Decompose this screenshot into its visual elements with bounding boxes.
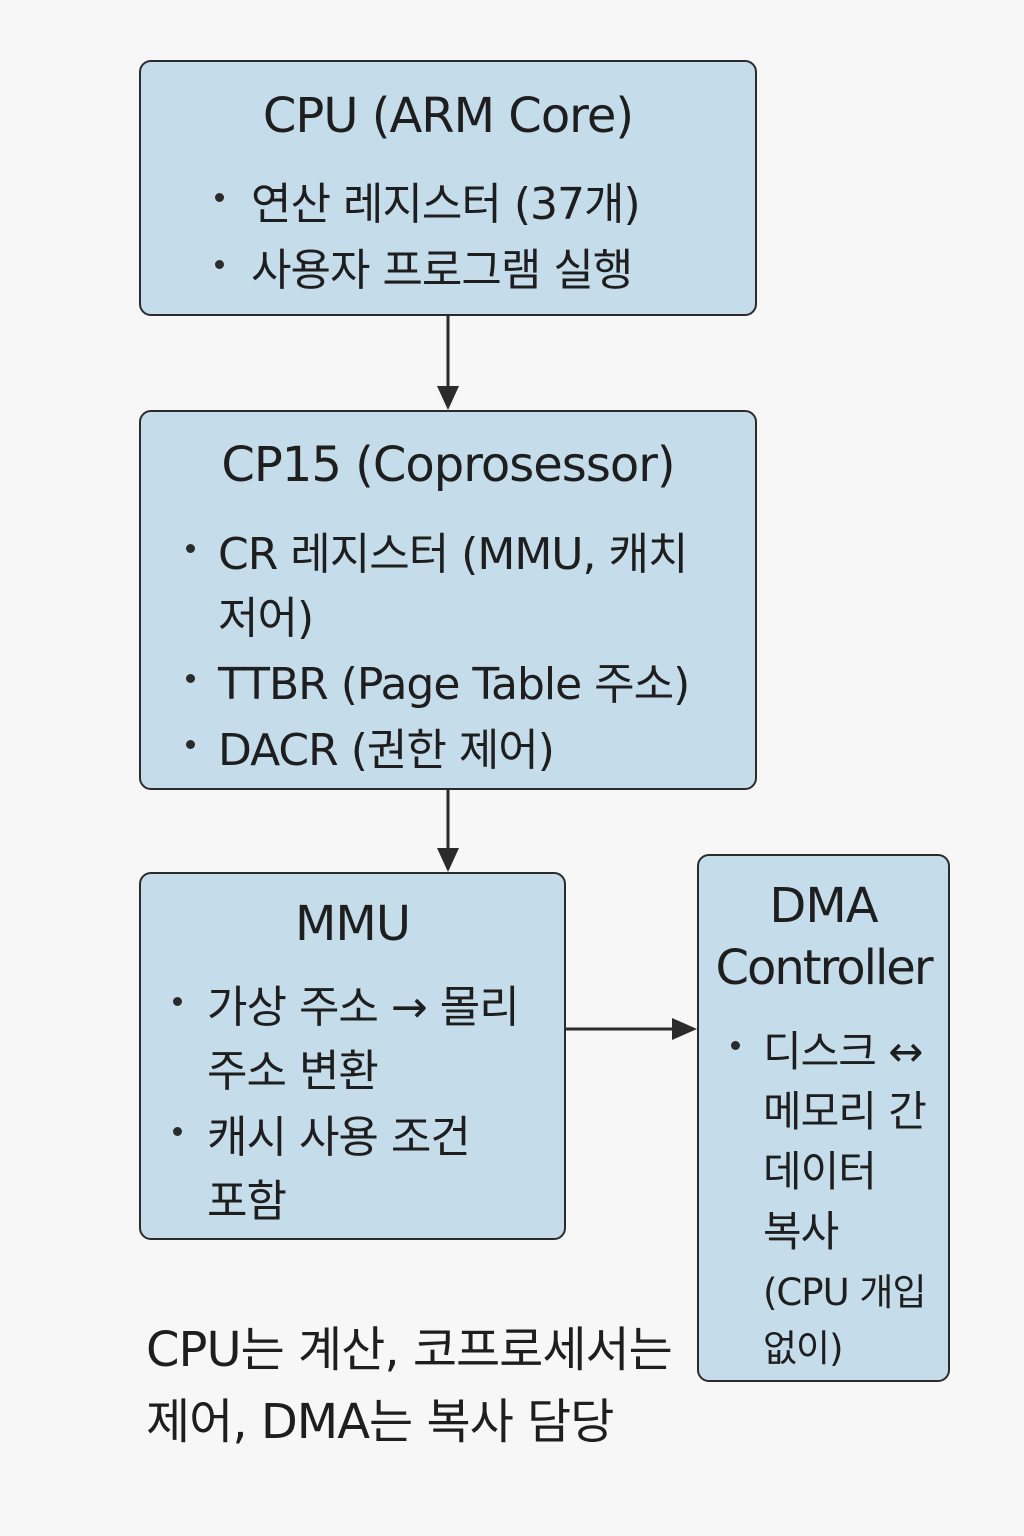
cp15-title: CP15 (Coprosessor) (221, 437, 675, 493)
arrow-cpu-to-cp15 (437, 316, 459, 410)
dma-desc-line3: 데이터 (763, 1147, 877, 1196)
dma-desc-line6: 없이) (763, 1327, 844, 1370)
bullet-dot (215, 193, 224, 202)
cp15-bullet-dacr: DACR (권한 제어) (218, 725, 555, 776)
summary-caption-line1: CPU는 계산, 코프로세서는 (146, 1322, 673, 1378)
arrow-cp15-to-mmu (437, 790, 459, 872)
cp15-bullet-cr-register-line1: CR 레지스터 (MMU, 캐치 (218, 529, 688, 580)
bullet-dot (186, 544, 195, 553)
cp15-bullet-ttbr: TTBR (Page Table 주소) (218, 659, 690, 710)
mmu-title: MMU (295, 896, 411, 952)
bullet-dot (173, 1127, 182, 1136)
cpu-box: CPU (ARM Core) 연산 레지스터 (37개) 사용자 프로그램 실행 (139, 60, 757, 316)
summary-caption-line2: 제어, DMA는 복사 담당 (146, 1394, 614, 1450)
cpu-bullet-registers: 연산 레지스터 (37개) (251, 179, 641, 230)
cp15-box: CP15 (Coprosessor) CR 레지스터 (MMU, 캐치 저어) … (139, 410, 757, 790)
dma-desc-line1: 디스크 ↔ (763, 1027, 923, 1076)
dma-desc-line4: 복사 (763, 1207, 839, 1256)
mmu-bullet-address-translation-line2: 주소 변환 (207, 1046, 379, 1097)
bullet-dot (731, 1041, 740, 1050)
arrow-mmu-to-dma (566, 1018, 697, 1040)
dma-desc-line2: 메모리 간 (763, 1087, 927, 1136)
dma-title-line1: DMA (769, 878, 878, 934)
cpu-title: CPU (ARM Core) (262, 88, 634, 144)
cp15-bullet-cr-register-line2: 저어) (218, 593, 314, 644)
bullet-dot (186, 674, 195, 683)
dma-title-line2: Controller (715, 940, 933, 996)
mmu-bullet-cache-condition-line1: 캐시 사용 조건 (207, 1112, 471, 1163)
mmu-bullet-cache-condition-line2: 포함 (207, 1176, 287, 1227)
bullet-dot (186, 740, 195, 749)
cpu-bullet-user-program: 사용자 프로그램 실행 (251, 245, 633, 296)
dma-controller-box: DMA Controller 디스크 ↔ 메모리 간 데이터 복사 (CPU 개… (697, 854, 950, 1382)
bullet-dot (173, 997, 182, 1006)
dma-desc-line5: (CPU 개입 (763, 1271, 927, 1314)
bullet-dot (215, 260, 224, 269)
mmu-bullet-address-translation-line1: 가상 주소 → 몰리 (207, 982, 520, 1033)
mmu-box: MMU 가상 주소 → 몰리 주소 변환 캐시 사용 조건 포함 (139, 872, 566, 1240)
